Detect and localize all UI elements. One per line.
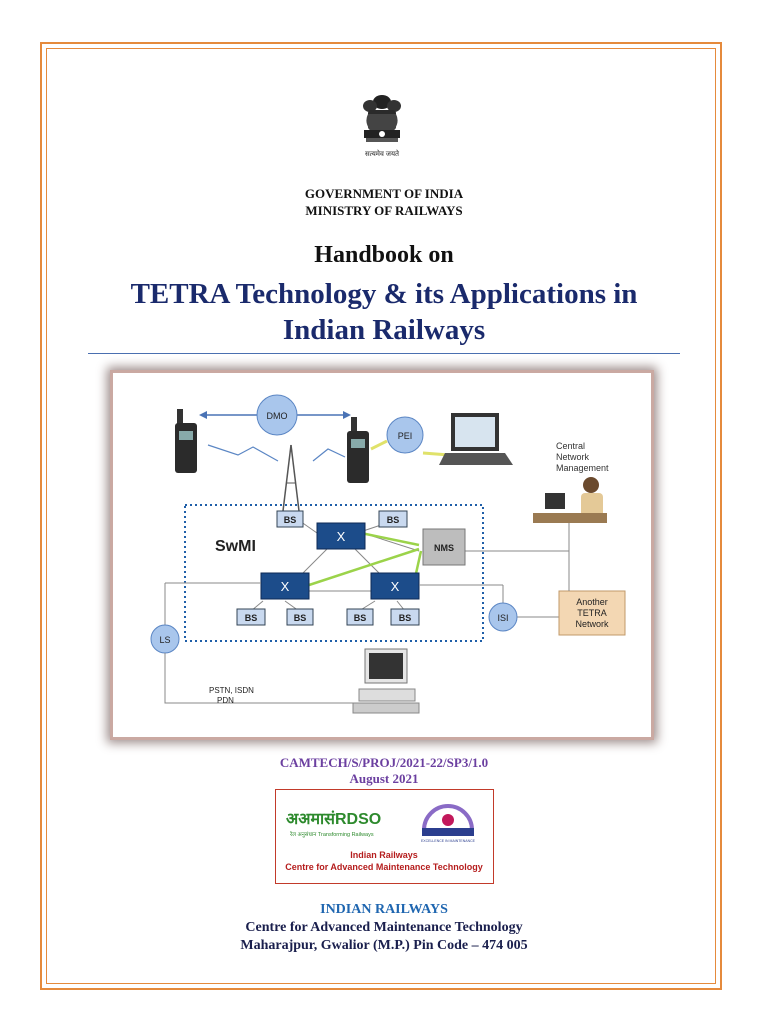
central-label-3: Management — [556, 463, 609, 473]
svg-text:NMS: NMS — [434, 543, 454, 553]
header-line-1: GOVERNMENT OF INDIA — [304, 186, 464, 201]
document-code: CAMTECH/S/PROJ/2021-22/SP3/1.0 — [279, 755, 489, 770]
switch-node: X — [370, 572, 420, 600]
rdso-logo-text: अअमासंRDSO — [286, 810, 381, 828]
header-line-2: MINISTRY OF RAILWAYS — [305, 203, 463, 218]
rdso-camtech-logo: अअमासंRDSO रेल अनुसंधान Transforming Rai… — [275, 789, 494, 884]
nms-node: NMS — [422, 528, 466, 566]
title-rule — [88, 353, 680, 354]
title-line-2: TETRA Technology & its Applications in — [130, 278, 638, 310]
national-emblem-icon: सत्यमेव जयते — [356, 92, 408, 164]
svg-text:X: X — [391, 579, 400, 594]
isi-node — [488, 602, 518, 632]
swmi-region — [184, 504, 484, 642]
svg-text:BS: BS — [294, 613, 307, 623]
dmo-node — [256, 394, 298, 436]
svg-text:Network: Network — [575, 619, 609, 629]
svg-text:BS: BS — [387, 515, 400, 525]
switch-node: X — [316, 522, 366, 550]
pstn-label-2: PDN — [217, 696, 234, 705]
footer-line-1: Centre for Advanced Maintenance Technolo… — [245, 920, 523, 935]
svg-text:Another: Another — [576, 597, 608, 607]
base-station-node: BS — [286, 608, 314, 626]
radio-handset-icon — [175, 409, 197, 473]
operator-workstation-icon — [533, 477, 607, 523]
title-line-1: Handbook on — [314, 242, 454, 268]
title-main: TETRA Technology & its Applications in I… — [0, 276, 768, 348]
svg-text:TETRA: TETRA — [577, 608, 607, 618]
svg-text:X: X — [281, 579, 290, 594]
page-border-outer — [40, 42, 722, 990]
svg-text:BS: BS — [245, 613, 258, 623]
base-station-node: BS — [346, 608, 374, 626]
central-label-1: Central — [556, 441, 585, 451]
antenna-tower-icon — [282, 444, 300, 512]
central-label-2: Network — [556, 452, 590, 462]
logo-caption-1: Indian Railways — [350, 850, 418, 860]
page-border-inner — [46, 48, 716, 984]
document-date: August 2021 — [349, 771, 419, 786]
another-tetra-network-node: Another TETRA Network — [558, 590, 626, 636]
svg-text:X: X — [337, 529, 346, 544]
logo-caption-2: Centre for Advanced Maintenance Technolo… — [285, 862, 483, 872]
emblem-motto: सत्यमेव जयते — [365, 149, 400, 158]
svg-text:BS: BS — [399, 613, 412, 623]
pei-node — [386, 416, 424, 454]
radio-handset-icon — [347, 417, 369, 483]
base-station-node: BS — [390, 608, 420, 626]
base-station-node: BS — [378, 510, 408, 528]
dmo-label: DMO — [267, 411, 288, 421]
rdso-logo-subtitle: रेल अनुसंधान Transforming Railways — [289, 831, 374, 838]
title-line-3: Indian Railways — [282, 314, 486, 346]
ls-label: LS — [159, 635, 170, 645]
svg-text:BS: BS — [284, 515, 297, 525]
camtech-excellence-text: EXCELLENCE IN MAINTENANCE — [421, 839, 476, 843]
camtech-logo-icon: EXCELLENCE IN MAINTENANCE — [421, 804, 476, 843]
pei-label: PEI — [398, 431, 413, 441]
laptop-icon — [439, 413, 513, 465]
footer-line-2: Maharajpur, Gwalior (M.P.) Pin Code – 47… — [240, 938, 528, 953]
base-station-node: BS — [276, 510, 304, 528]
swmi-label: SwMI — [215, 538, 256, 555]
desktop-computer-icon — [352, 648, 420, 714]
svg-text:BS: BS — [354, 613, 367, 623]
tetra-network-diagram: DMO PEI Centr — [110, 370, 654, 740]
switch-node: X — [260, 572, 310, 600]
isi-label: ISI — [497, 613, 508, 623]
pstn-label-1: PSTN, ISDN — [209, 686, 254, 695]
base-station-node: BS — [236, 608, 266, 626]
footer-org: INDIAN RAILWAYS — [320, 902, 448, 917]
